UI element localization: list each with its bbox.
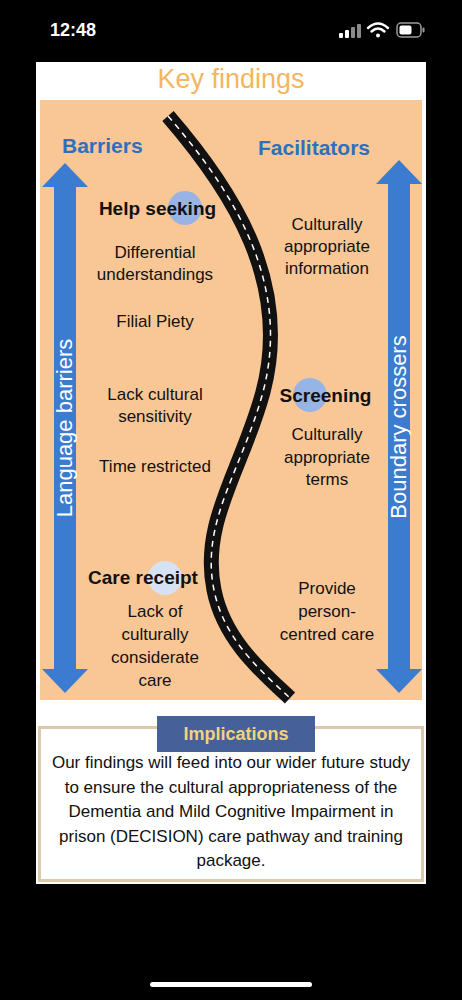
arrow-label: Language barriers: [53, 339, 77, 518]
stage-marker: Help seeking: [85, 194, 230, 224]
title: Key findings: [36, 63, 426, 95]
wifi-icon: [368, 24, 388, 38]
home-indicator: [150, 982, 312, 987]
barrier-item: Lack cultural sensitivity: [85, 384, 225, 428]
status-time: 12:48: [50, 19, 130, 41]
double-arrow: Boundary crossers: [376, 160, 422, 693]
facilitator-item: Culturally appropriate information: [269, 214, 385, 280]
signal-icon: [339, 24, 361, 38]
double-arrow: Language barriers: [42, 163, 88, 693]
stage-marker: Screening: [268, 381, 383, 411]
stage-heading: Screening: [268, 381, 383, 411]
stage-heading: Care receipt: [78, 563, 208, 593]
arrow-label: Boundary crossers: [387, 335, 411, 518]
implications-box: Our findings will feed into our wider fu…: [38, 726, 424, 882]
barrier-item: Differential understandings: [85, 242, 225, 286]
stage-heading: Help seeking: [85, 194, 230, 224]
stage-marker: Care receipt: [78, 563, 208, 593]
barrier-item: Time restricted: [97, 455, 213, 478]
facilitator-item: Provide person-centred care: [275, 577, 379, 646]
battery-icon: [397, 23, 425, 37]
findings-panel: [40, 100, 422, 700]
implications-tab: Implications: [157, 716, 315, 752]
tab-heading: Implications: [157, 716, 315, 752]
arrow-body: [42, 163, 88, 693]
card: [36, 62, 426, 884]
column-heading: Facilitators: [258, 135, 408, 161]
barrier-item: Filial Piety: [85, 311, 225, 333]
body-text: Our findings will feed into our wider fu…: [41, 751, 421, 874]
barrier-item: Lack of culturally considerate care: [99, 600, 211, 692]
arrow-body: [376, 160, 422, 693]
column-heading: Barriers: [62, 133, 172, 159]
facilitator-item: Culturally appropriate terms: [269, 424, 385, 492]
